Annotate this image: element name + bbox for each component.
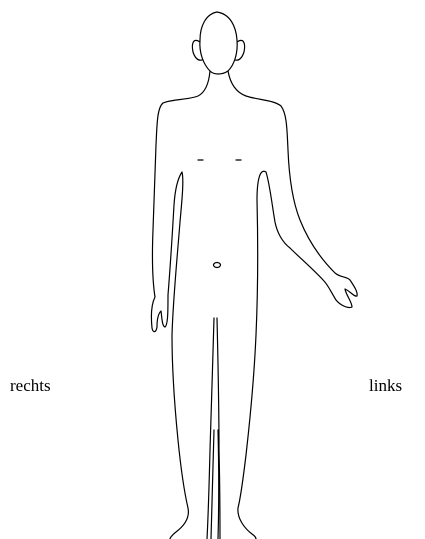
body-outline-right-side [151, 71, 210, 539]
inner-leg-line-right [207, 318, 214, 539]
label-links: links [369, 376, 402, 396]
body-outline-left-side [228, 71, 357, 539]
label-rechts: rechts [10, 376, 51, 396]
inner-leg-line-right-2 [211, 430, 214, 539]
head-outline [200, 12, 237, 74]
inner-leg-line-left-2 [218, 430, 219, 539]
navel-mark [214, 263, 221, 268]
